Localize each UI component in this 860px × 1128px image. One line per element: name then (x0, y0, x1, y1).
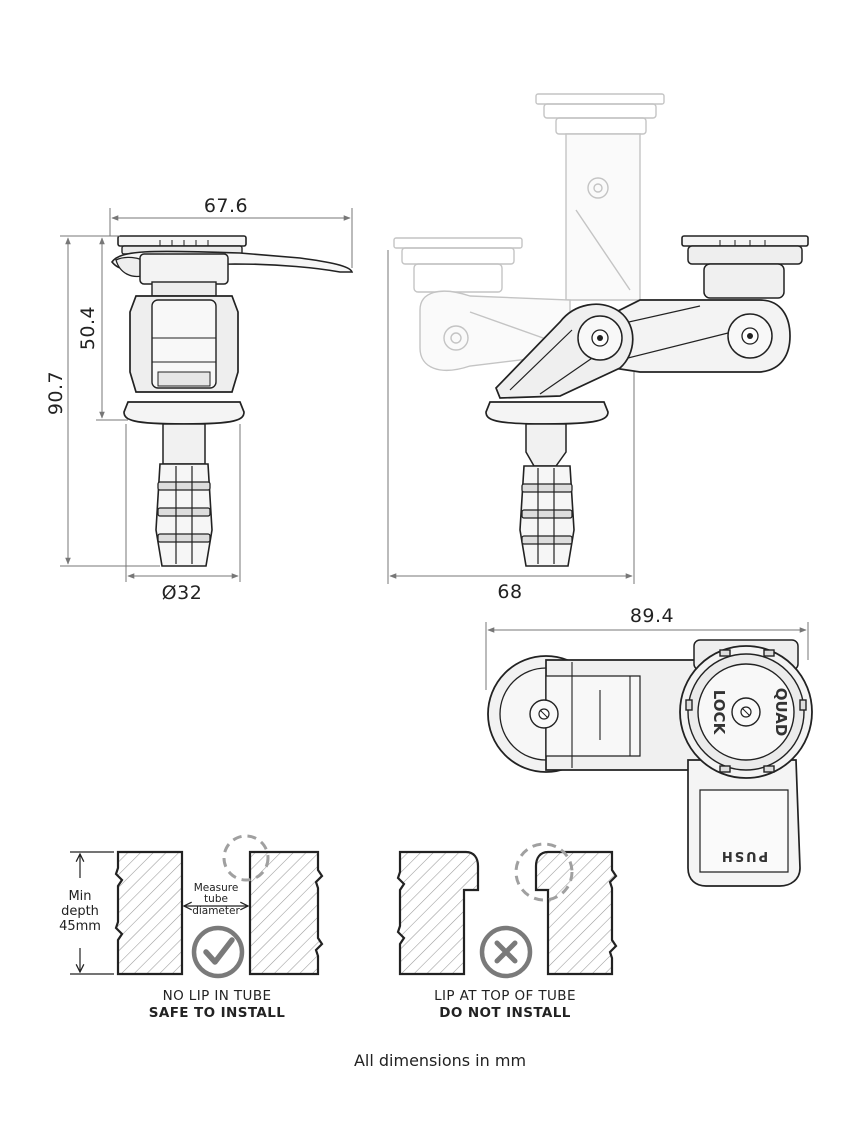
lip-warning-circle (514, 842, 574, 902)
front-view-dimensions (60, 208, 353, 582)
x-icon (479, 925, 533, 979)
check-icon (191, 925, 245, 979)
measure-label-line1: Measure (194, 882, 239, 894)
dimension-height-upper: 50.4 (77, 306, 99, 350)
footer-note: All dimensions in mm (354, 1051, 526, 1070)
dimension-extended-width: 89.4 (630, 605, 674, 627)
min-depth-label-line1: Min (68, 889, 91, 904)
brand-label-quad: QUAD (772, 688, 790, 737)
front-view-mount (111, 235, 354, 567)
safe-verdict: SAFE TO INSTALL (149, 1005, 286, 1021)
unsafe-caption: LIP AT TOP OF TUBE (434, 988, 576, 1004)
brand-label-lock: LOCK (710, 690, 728, 736)
lip-check-circle (222, 834, 270, 882)
min-depth-label-line3: 45mm (59, 919, 101, 934)
install-guide-unsafe (396, 842, 618, 976)
push-label: PUSH (720, 848, 768, 863)
side-view-dimensions (387, 250, 635, 584)
dimension-height-total: 90.7 (45, 371, 67, 415)
measure-label-line3: diameter (192, 905, 240, 917)
dimension-width-top: 67.6 (204, 195, 248, 217)
dimension-diameter: Ø32 (162, 582, 203, 604)
dimension-arm-width: 68 (497, 581, 522, 603)
top-view-dimension (485, 622, 809, 690)
measure-label-line2: tube (204, 893, 228, 905)
min-depth-label-line2: depth (61, 904, 99, 919)
safe-caption: NO LIP IN TUBE (163, 988, 272, 1004)
unsafe-verdict: DO NOT INSTALL (439, 1005, 571, 1021)
side-view-mount (485, 235, 809, 567)
top-view-mount: PUSH QUAD LOCK (487, 639, 813, 887)
install-guide-safe (70, 834, 324, 976)
